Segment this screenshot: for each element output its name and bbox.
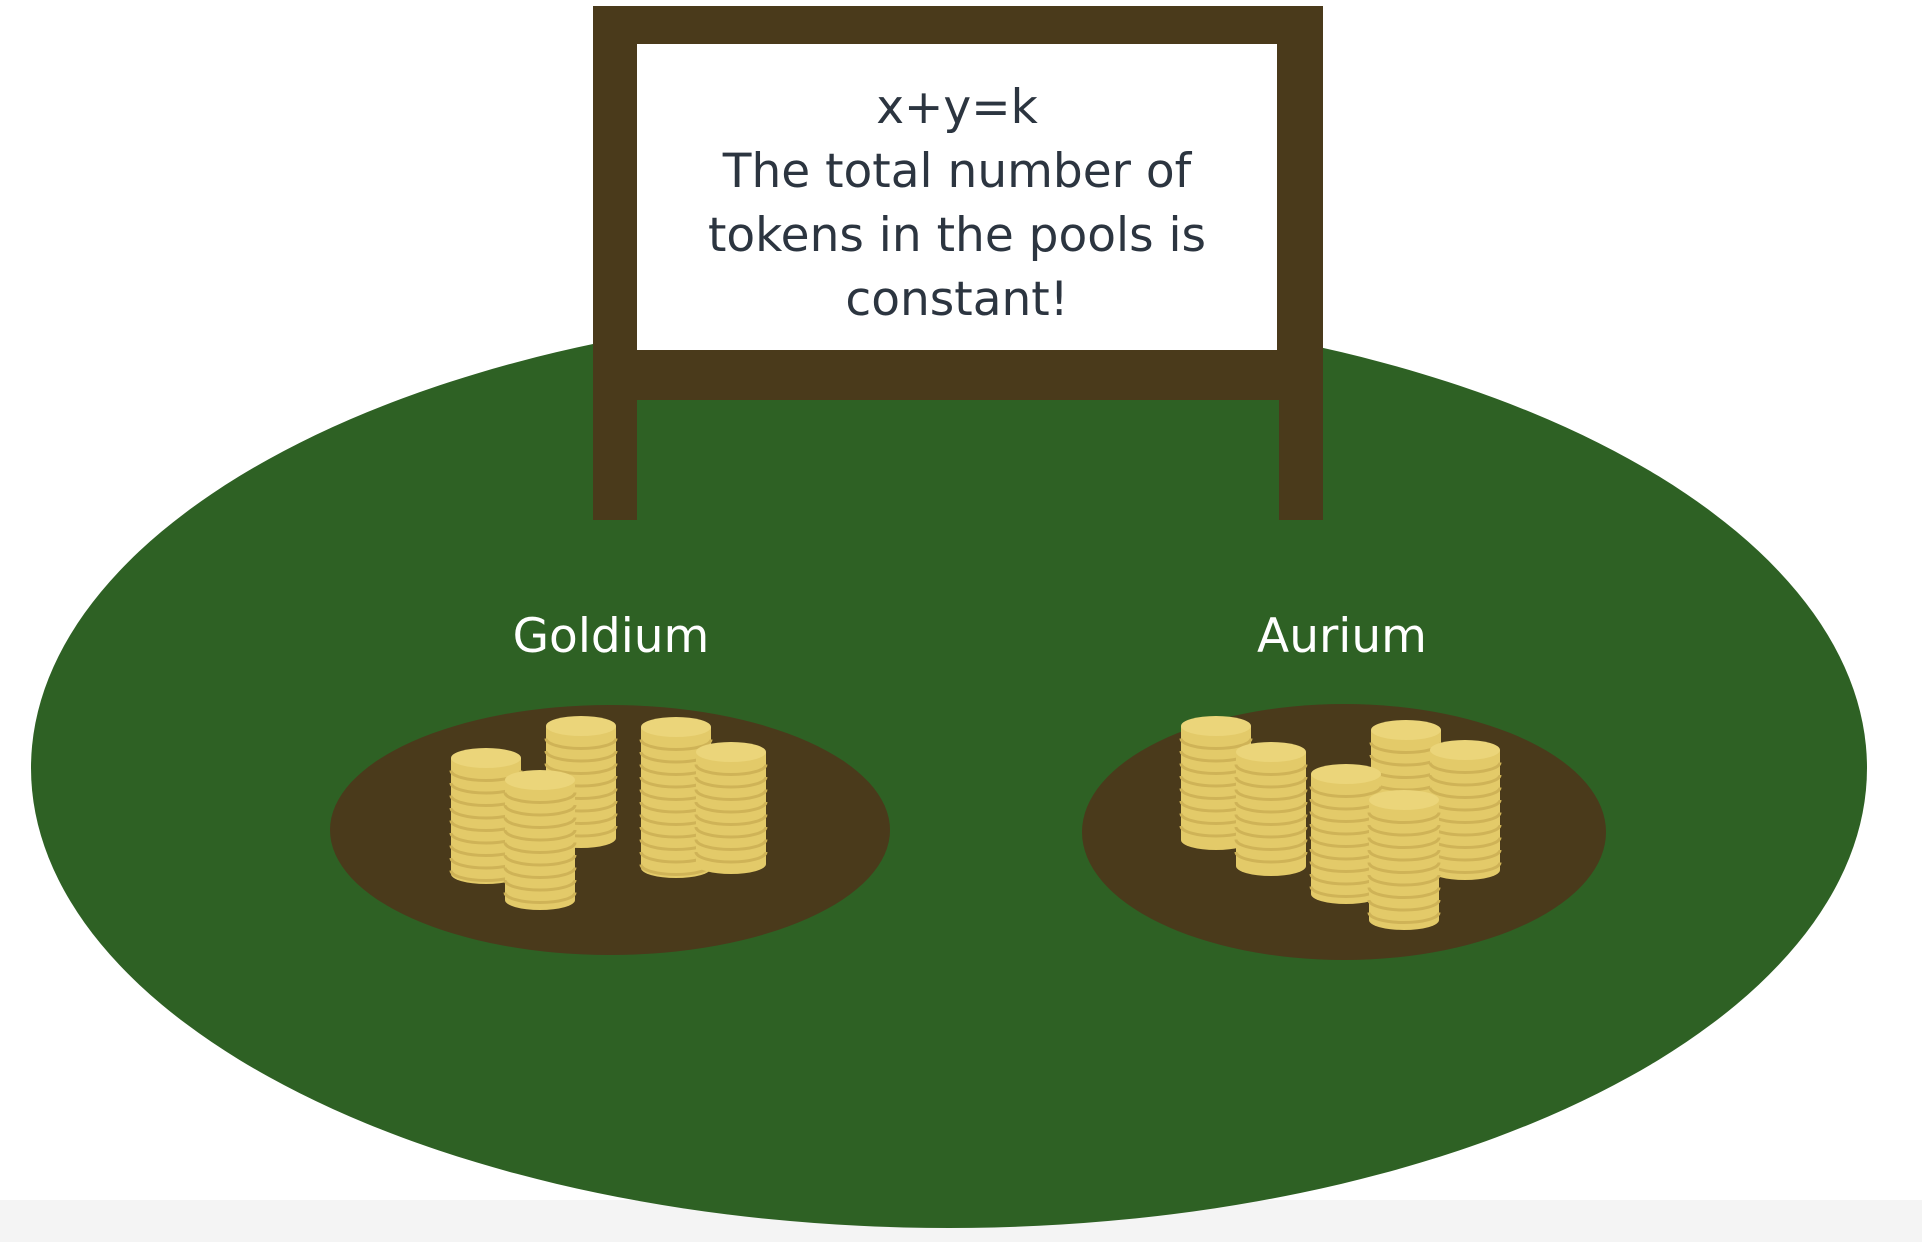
coin-stack [503, 770, 577, 910]
sign-board [637, 44, 1277, 350]
sign-right-post [1279, 380, 1323, 520]
coin-stack [1428, 740, 1502, 880]
coin-stack [449, 748, 523, 884]
sign-left-post [593, 380, 637, 520]
coin-stack [639, 717, 713, 878]
coin-stack [1234, 742, 1308, 876]
sign-line-2: The total number of [722, 144, 1193, 199]
pool-label-goldium: Goldium [513, 609, 710, 664]
green-field [31, 308, 1867, 1228]
goldium-coin-stacks [449, 716, 768, 910]
coin-stack [1367, 790, 1441, 930]
sign-line-3: tokens in the pools is [708, 208, 1206, 263]
coin-stack [694, 742, 768, 874]
sign-line-1: x+y=k [876, 80, 1038, 135]
aurium-coin-stacks [1179, 716, 1502, 930]
pool-label-aurium: Aurium [1257, 609, 1427, 664]
sign-line-4: constant! [845, 272, 1068, 327]
signboard: x+y=k The total number of tokens in the … [593, 6, 1323, 520]
